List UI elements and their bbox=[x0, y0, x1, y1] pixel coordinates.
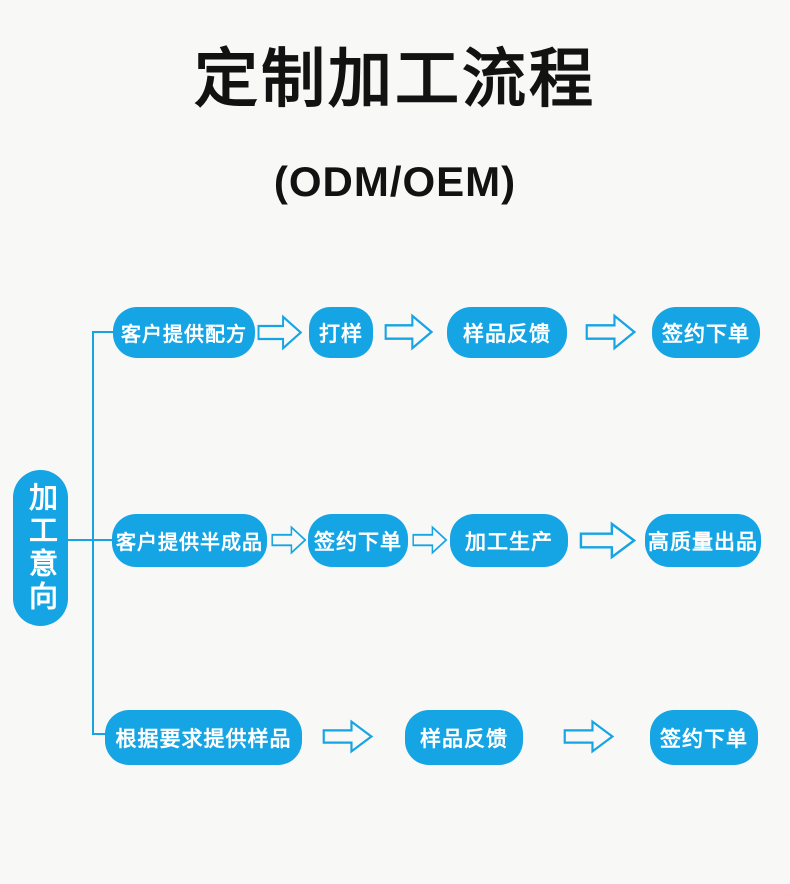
arrow-right-icon bbox=[271, 525, 307, 555]
arrow-right-icon bbox=[563, 719, 615, 754]
arrow-right-icon bbox=[579, 521, 637, 560]
flow-step: 签约下单 bbox=[650, 710, 758, 765]
page-subtitle: (ODM/OEM) bbox=[273, 158, 517, 205]
flow-step: 加工生产 bbox=[450, 514, 568, 567]
flow-step: 客户提供半成品 bbox=[112, 514, 267, 567]
arrow-right-icon bbox=[412, 525, 448, 555]
arrow-right-icon bbox=[384, 313, 434, 351]
connector-trunk-vertical bbox=[92, 331, 94, 735]
flow-step: 客户提供配方 bbox=[113, 307, 255, 358]
arrow-right-icon bbox=[585, 313, 637, 351]
flow-step: 样品反馈 bbox=[405, 710, 523, 765]
flow-step: 根据要求提供样品 bbox=[105, 710, 302, 765]
arrow-right-icon bbox=[322, 719, 374, 754]
flow-step: 高质量出品 bbox=[645, 514, 761, 567]
connector-row3-horizontal bbox=[93, 733, 107, 735]
flow-step: 样品反馈 bbox=[447, 307, 567, 358]
connector-row1-horizontal bbox=[93, 331, 114, 333]
page-title: 定制加工流程 bbox=[194, 43, 596, 115]
flow-step: 签约下单 bbox=[308, 514, 408, 567]
intent-pill: 加工意向 bbox=[13, 470, 68, 626]
flow-step: 打样 bbox=[309, 307, 373, 358]
arrow-right-icon bbox=[257, 314, 303, 351]
flow-step: 签约下单 bbox=[652, 307, 760, 358]
connector-row2-horizontal bbox=[67, 539, 113, 541]
